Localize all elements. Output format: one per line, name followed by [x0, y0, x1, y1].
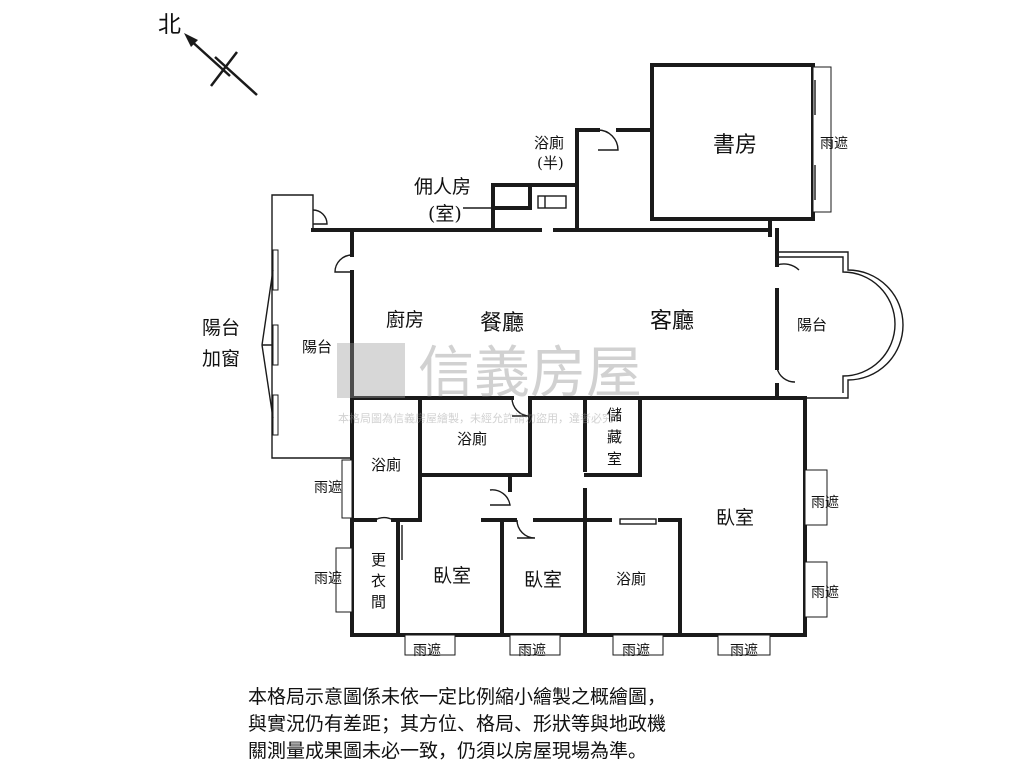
label-awning-bottom-4: 雨遮: [730, 643, 758, 659]
upper-corridor-walls: [528, 128, 654, 232]
label-awning-bottom-1: 雨遮: [413, 643, 441, 659]
label-balcony-window-1: 陽台: [202, 317, 240, 339]
label-bath-upper: 浴廁: [457, 430, 487, 448]
label-study: 書房: [713, 133, 757, 158]
left-balcony-rail: [271, 194, 352, 459]
label-closet-3: 間: [371, 593, 386, 611]
watermark: 信義房屋 本格局圖為信義房屋繪製，未經允許請勿盜用，違者必究: [337, 341, 642, 425]
disclaimer: 本格局示意圖係未依一定比例縮小繪製之概繪圖， 與實況仍有差距；其方位、格局、形狀…: [248, 684, 788, 765]
study-awning-frame: [812, 66, 832, 213]
servant-room-walls: [491, 183, 532, 232]
label-closet-1: 更: [371, 551, 386, 569]
label-awning-bottom-3: 雨遮: [622, 643, 650, 659]
label-bedroom-master: 臥室: [716, 507, 754, 529]
label-balcony-left: 陽台: [302, 338, 332, 356]
label-living: 客廳: [650, 309, 694, 334]
label-awning-right-lower: 雨遮: [811, 585, 839, 601]
disclaimer-line-3: 關測量成果圖未必一致，仍須以房屋現場為準。: [248, 740, 648, 762]
label-bedroom-middle: 臥室: [524, 569, 562, 591]
label-awning-study: 雨遮: [820, 136, 848, 152]
label-dining: 餐廳: [480, 311, 524, 336]
main-outer-walls: [311, 217, 815, 637]
label-storage-1: 儲: [607, 406, 622, 424]
label-servant-2: (室): [428, 203, 462, 225]
north-arrow-icon: [184, 33, 198, 47]
label-awning-left-upper: 雨遮: [314, 480, 342, 496]
label-storage-3: 室: [607, 450, 622, 468]
left-bath-walls: [350, 473, 422, 522]
north-compass: 北: [158, 12, 258, 96]
label-kitchen: 廚房: [386, 308, 424, 331]
storage-walls: [583, 396, 642, 477]
label-balcony-window-2: 加窗: [202, 348, 240, 370]
disclaimer-line-2: 與實況仍有差距；其方位、格局、形狀等與地政機: [248, 713, 667, 735]
disclaimer-line-1: 本格局示意圖係未依一定比例縮小繪製之概繪圖，: [248, 686, 667, 708]
right-balcony-rail: [777, 251, 904, 399]
north-label: 北: [158, 12, 181, 38]
watermark-brand: 信義房屋: [418, 341, 642, 406]
middle-walls: [481, 396, 587, 637]
label-balcony-right: 陽台: [797, 316, 827, 334]
label-awning-left-lower: 雨遮: [314, 571, 342, 587]
label-closet-2: 衣: [371, 572, 386, 590]
right-bath-walls: [583, 518, 682, 637]
label-awning-bottom-2: 雨遮: [518, 643, 546, 659]
brand-logo: [337, 343, 405, 398]
label-half-bath-2: (半): [537, 154, 564, 172]
label-servant-1: 佣人房: [414, 176, 471, 198]
label-bath-left: 浴廁: [371, 456, 401, 474]
label-awning-right-upper: 雨遮: [811, 495, 839, 511]
label-bedroom-left: 臥室: [433, 565, 471, 587]
living-right-wall: [775, 228, 807, 400]
label-bath-right: 浴廁: [616, 570, 646, 588]
watermark-notice: 本格局圖為信義房屋繪製，未經允許請勿盜用，違者必究: [338, 411, 613, 425]
label-half-bath-1: 浴廁: [534, 134, 564, 152]
upper-bath-walls: [418, 396, 532, 477]
label-storage-2: 藏: [607, 428, 622, 446]
